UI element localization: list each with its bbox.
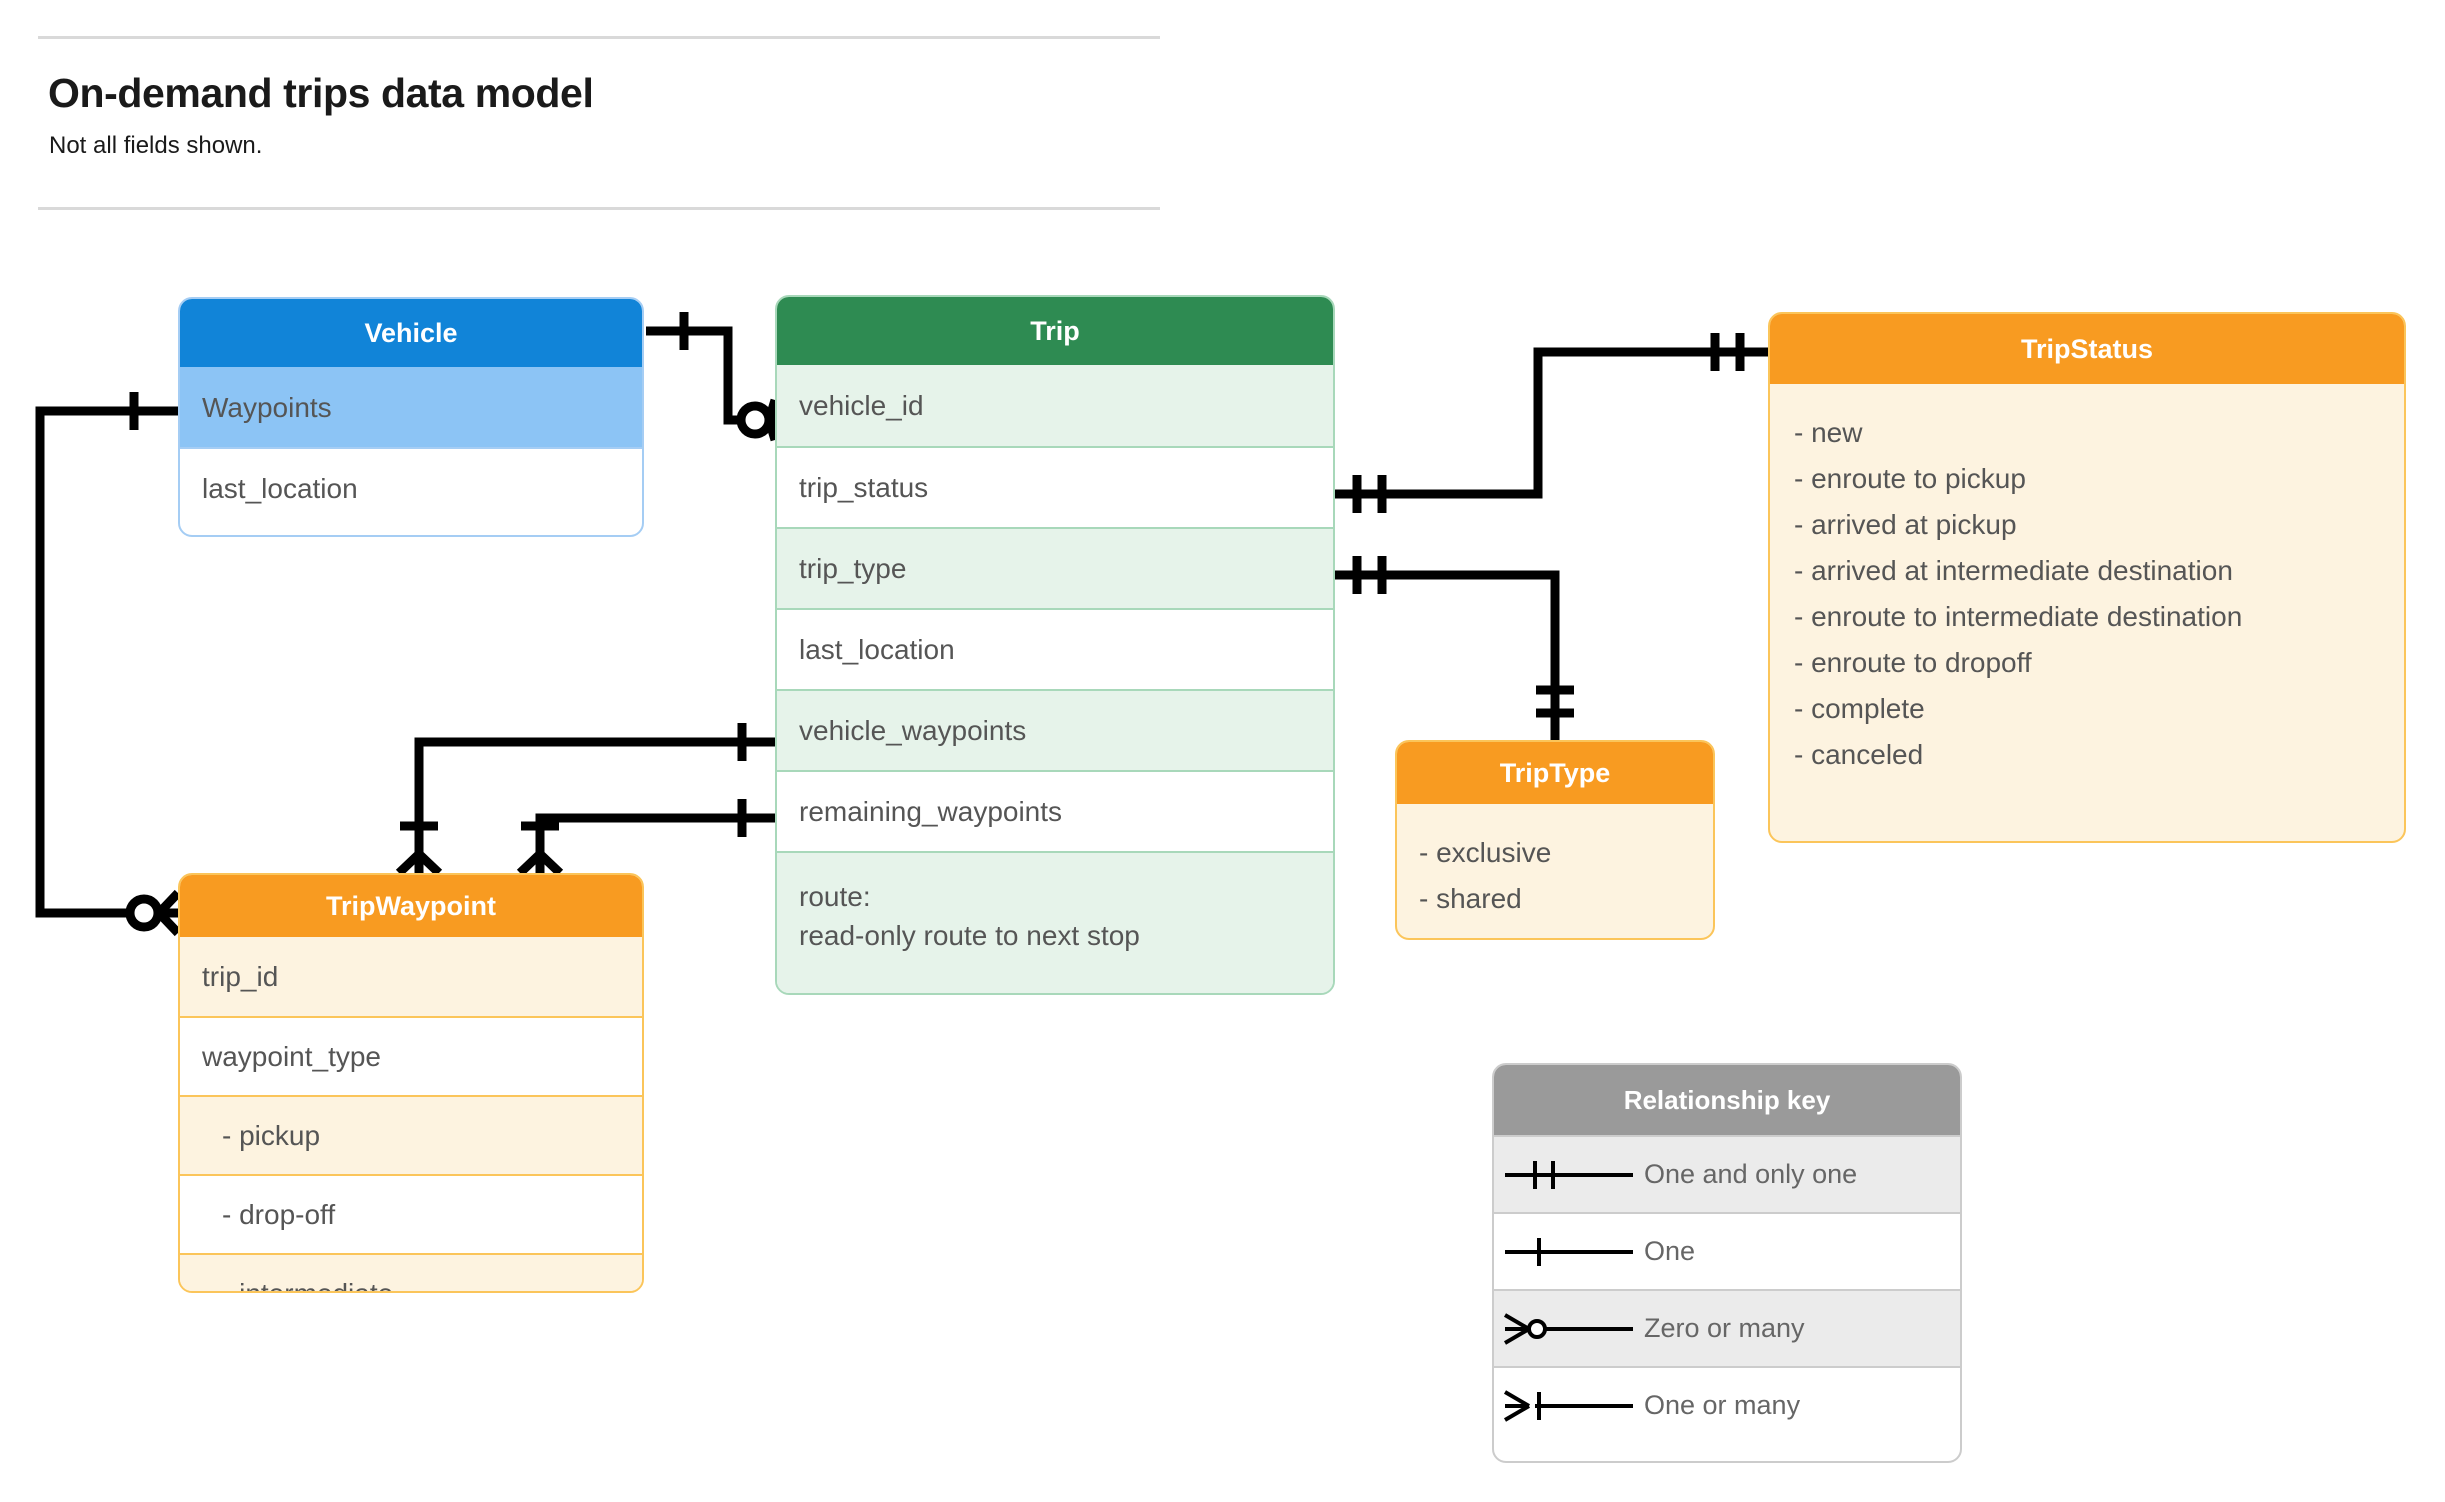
legend-label: Zero or many	[1644, 1313, 1805, 1343]
field-row[interactable]: vehicle_id	[777, 365, 1333, 446]
enum-value: - complete	[1794, 693, 1925, 724]
entity-triptype-title: TripType	[1397, 742, 1713, 804]
field-row[interactable]: trip_status	[777, 446, 1333, 527]
legend-label: One or many	[1644, 1390, 1801, 1420]
legend-row-one: One	[1494, 1212, 1960, 1289]
field-row[interactable]: - intermediate	[180, 1253, 642, 1291]
header-divider-top	[38, 36, 1160, 39]
enum-value: - enroute to intermediate destination	[1794, 601, 2243, 632]
connector-vehicle-waypoints-to-tripwaypoint	[35, 392, 182, 937]
legend-row-one-or-many: One or many	[1494, 1366, 1960, 1443]
field-row[interactable]: trip_id	[180, 937, 642, 1016]
connector-tripstatus	[1335, 333, 1768, 513]
entity-trip-fields: vehicle_id trip_status trip_type last_lo…	[777, 365, 1333, 993]
entity-vehicle-title: Vehicle	[180, 299, 642, 367]
enum-value: - arrived at pickup	[1794, 509, 2017, 540]
entity-tripstatus-values: - new - enroute to pickup - arrived at p…	[1770, 384, 2404, 778]
field-row[interactable]: - pickup	[180, 1095, 642, 1174]
enum-value: - canceled	[1794, 739, 1924, 770]
one-or-many-icon	[1494, 1386, 1644, 1426]
connector-vehicle-to-trip	[646, 312, 780, 442]
field-row[interactable]: last_location	[180, 447, 642, 527]
legend-label: One	[1644, 1236, 1696, 1266]
field-row[interactable]: - drop-off	[180, 1174, 642, 1253]
zero-or-many-icon	[1494, 1309, 1644, 1349]
enum-value: - exclusive	[1419, 837, 1552, 868]
entity-tripstatus-title: TripStatus	[1770, 314, 2404, 384]
field-row-route[interactable]: route: read-only route to next stop	[777, 851, 1333, 993]
entity-trip-title: Trip	[777, 297, 1333, 365]
field-row[interactable]: waypoint_type	[180, 1016, 642, 1095]
field-row[interactable]: last_location	[777, 608, 1333, 689]
entity-triptype[interactable]: TripType - exclusive - shared	[1395, 740, 1715, 940]
legend-label: One and only one	[1644, 1159, 1858, 1189]
one-and-only-one-icon	[1494, 1155, 1644, 1195]
route-description: read-only route to next stop	[799, 920, 1140, 951]
entity-trip[interactable]: Trip vehicle_id trip_status trip_type la…	[775, 295, 1335, 995]
enum-value: - enroute to dropoff	[1794, 647, 2032, 678]
legend-row-zero-or-many: Zero or many	[1494, 1289, 1960, 1366]
enum-value: - new	[1794, 417, 1863, 448]
entity-vehicle[interactable]: Vehicle Waypoints last_location	[178, 297, 644, 537]
legend-row-one-and-only-one: One and only one	[1494, 1135, 1960, 1212]
relationship-key-legend: Relationship key One and only one One	[1492, 1063, 1962, 1463]
page-title: On-demand trips data model	[48, 70, 594, 116]
field-row[interactable]: vehicle_waypoints	[777, 689, 1333, 770]
entity-tripwaypoint-title: TripWaypoint	[180, 875, 642, 937]
legend-title: Relationship key	[1494, 1065, 1960, 1135]
connector-triptype	[1335, 556, 1574, 740]
enum-value: - shared	[1419, 883, 1522, 914]
field-row[interactable]: Waypoints	[180, 367, 642, 447]
field-row[interactable]: trip_type	[777, 527, 1333, 608]
one-icon	[1494, 1232, 1644, 1272]
enum-value: - enroute to pickup	[1794, 463, 2026, 494]
entity-tripwaypoint[interactable]: TripWaypoint trip_id waypoint_type - pic…	[178, 873, 644, 1293]
entity-triptype-values: - exclusive - shared	[1397, 804, 1713, 922]
header-divider-bottom	[38, 207, 1160, 210]
route-label: route:	[799, 881, 871, 912]
page-subtitle: Not all fields shown.	[49, 132, 263, 159]
connector-remaining-waypoints-row	[516, 799, 775, 877]
entity-tripstatus[interactable]: TripStatus - new - enroute to pickup - a…	[1768, 312, 2406, 843]
connector-vehicle-waypoints-row	[395, 723, 775, 877]
entity-tripwaypoint-fields: trip_id waypoint_type - pickup - drop-of…	[180, 937, 642, 1291]
entity-vehicle-fields: Waypoints last_location	[180, 367, 642, 527]
enum-value: - arrived at intermediate destination	[1794, 555, 2233, 586]
field-row[interactable]: remaining_waypoints	[777, 770, 1333, 851]
